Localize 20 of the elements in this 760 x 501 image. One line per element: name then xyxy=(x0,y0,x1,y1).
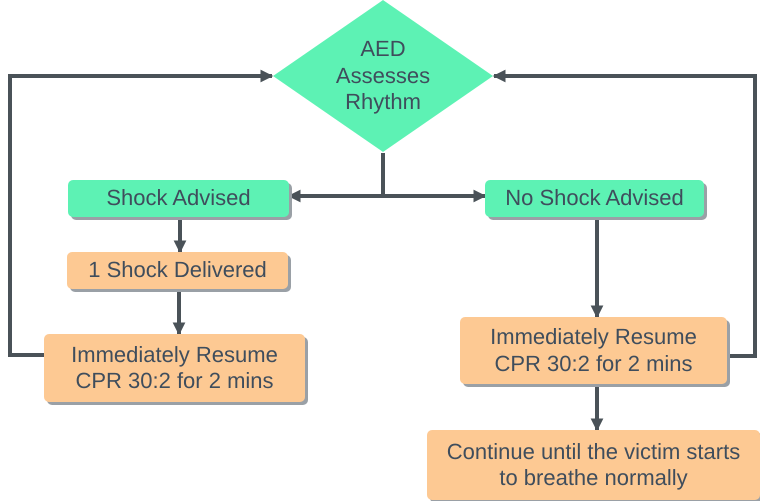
process-box xyxy=(68,180,289,217)
arrow xyxy=(172,289,186,336)
node-text: Continue until the victim starts to breathe normally xyxy=(446,438,742,492)
node-text: No Shock Advised xyxy=(505,185,684,212)
process-box xyxy=(67,252,288,289)
process-box xyxy=(485,180,704,217)
process-box xyxy=(427,430,760,500)
node-text: AED Assesses Rhythm xyxy=(334,36,432,116)
decision-diamond xyxy=(272,0,494,153)
arrow xyxy=(590,384,604,432)
process-box xyxy=(44,334,305,402)
node-text: Shock Advised xyxy=(106,185,251,212)
arrow xyxy=(174,217,186,254)
arrow xyxy=(492,70,757,358)
node-text: Immediately Resume CPR 30:2 for 2 mins xyxy=(489,324,698,377)
process-box xyxy=(460,317,727,384)
node-text: Immediately Resume CPR 30:2 for 2 mins xyxy=(70,342,279,394)
arrow xyxy=(8,70,274,357)
arrow xyxy=(590,217,604,318)
node-text: 1 Shock Delivered xyxy=(88,257,267,284)
